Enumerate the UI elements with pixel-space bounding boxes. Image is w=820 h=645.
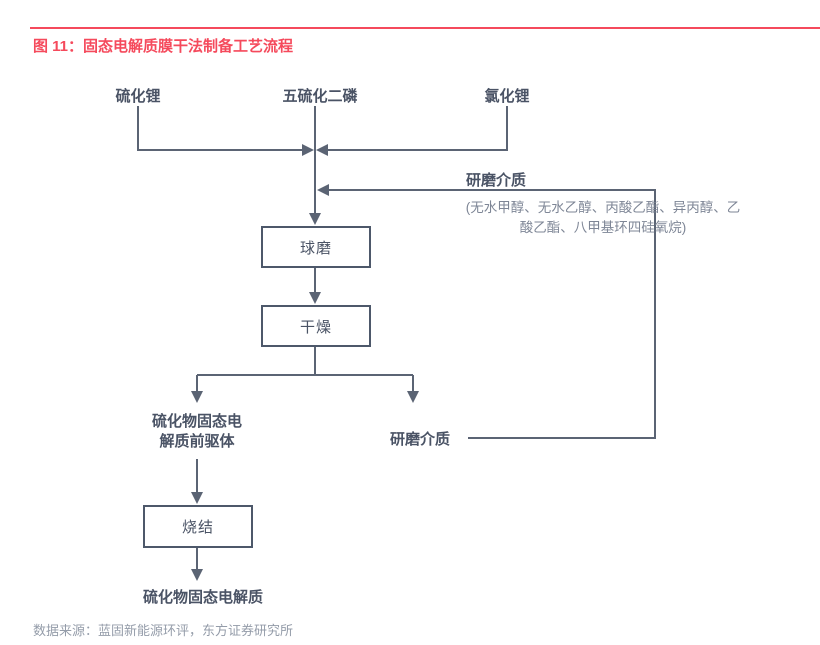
arrowhead-down: [407, 391, 419, 403]
data-source-note: 数据来源：蓝固新能源环评，东方证券研究所: [33, 623, 294, 638]
input-label-lithium-sulfide: 硫化锂: [115, 88, 161, 105]
arrowhead-right: [302, 144, 314, 156]
output-label-precursor-line2: 解质前驱体: [159, 433, 235, 451]
arrowhead-down: [309, 213, 321, 225]
top-accent-rule: [30, 27, 820, 29]
arrowhead-left: [316, 144, 328, 156]
grinding-medium-label-recycle: 研磨介质: [389, 431, 450, 448]
output-label-precursor-line1: 硫化物固态电: [151, 413, 242, 430]
input-label-lithium-chloride: 氯化锂: [484, 88, 530, 105]
output-label-final-product: 硫化物固态电解质: [142, 589, 263, 606]
arrowhead-left: [317, 184, 329, 196]
process-box-ball-milling: 球磨: [261, 226, 371, 268]
connector-drying-split: [196, 347, 414, 391]
grinding-medium-note-line2: 酸乙酯、八甲基环四硅氧烷): [519, 220, 687, 236]
connector-lithium-chloride: [328, 106, 508, 151]
process-box-drying: 干燥: [261, 305, 371, 347]
output-label-precursor: 硫化物固态电 解质前驱体: [122, 412, 272, 453]
arrowhead-down: [191, 391, 203, 403]
grinding-medium-note-line1: (无水甲醇、无水乙醇、丙酸乙酯、异丙醇、乙: [465, 200, 741, 215]
grinding-medium-label-top: 研磨介质: [465, 172, 526, 189]
grinding-medium-note: (无水甲醇、无水乙醇、丙酸乙酯、异丙醇、乙 酸乙酯、八甲基环四硅氧烷): [438, 198, 768, 239]
arrowhead-down: [191, 492, 203, 504]
input-label-phosphorus-pentasulfide: 五硫化二磷: [282, 88, 358, 105]
process-box-sintering: 烧结: [143, 505, 253, 548]
arrowhead-down: [309, 292, 321, 304]
connector-grinding-medium-loop: [329, 189, 656, 439]
arrowhead-down: [191, 569, 203, 581]
connector-lithium-sulfide: [137, 106, 302, 151]
figure-title: 图 11：固态电解质膜干法制备工艺流程: [33, 38, 294, 55]
